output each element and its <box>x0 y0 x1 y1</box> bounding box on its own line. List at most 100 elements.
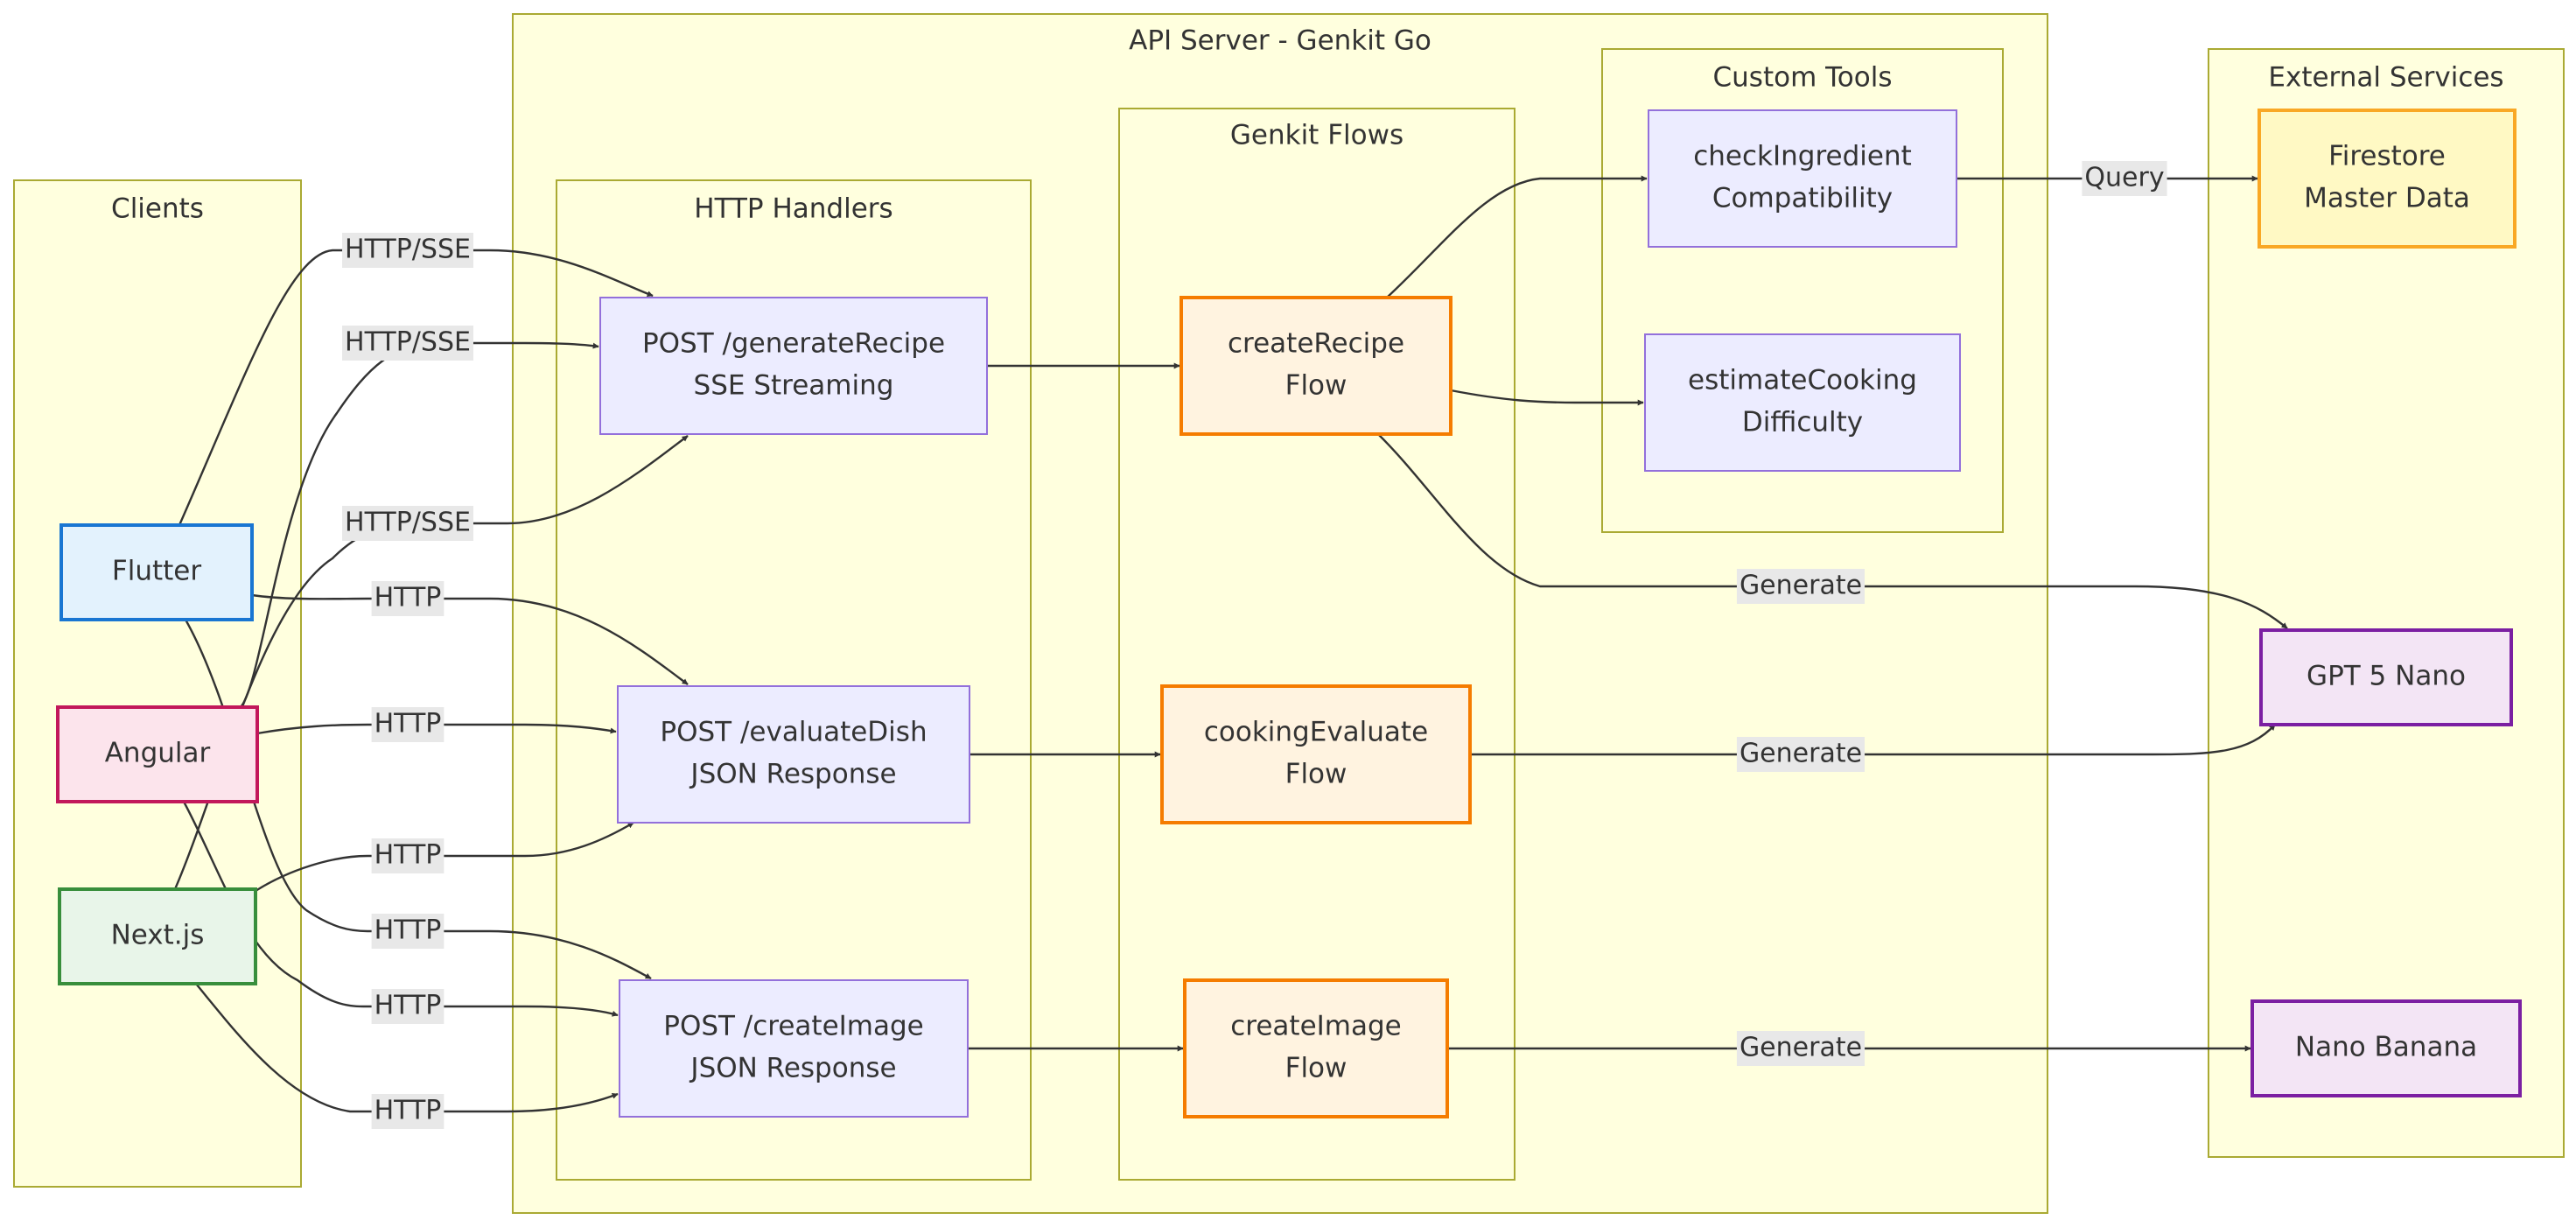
edge-label-flutter-img: HTTP <box>371 914 444 949</box>
edge-label-background <box>342 233 473 268</box>
edge-label-text: HTTP <box>374 1096 442 1126</box>
node-label-line: cookingEvaluate <box>1204 717 1428 748</box>
edge-label-text: HTTP/SSE <box>345 327 471 358</box>
edge-label-background <box>371 914 444 949</box>
edge-label-text: HTTP <box>374 915 442 946</box>
edge-label-background <box>371 838 444 873</box>
edge-labels-layer: HTTP/SSE HTTP/SSE HTTP/SSE HTTP HTTP HTTP HTTP… <box>342 161 2167 1129</box>
node-nextjs: Next.js <box>58 887 257 985</box>
node-label-line: Difficulty <box>1742 407 1863 438</box>
cluster-title: Genkit Flows <box>1230 120 1404 151</box>
edge-label-background <box>371 581 444 616</box>
node-label-line: Angular <box>105 738 211 769</box>
edge-label-nextjs-gen: HTTP/SSE <box>342 506 473 541</box>
node-banana: Nano Banana <box>2250 999 2522 1097</box>
node-label-line: SSE Streaming <box>694 370 894 402</box>
edges-layer <box>173 175 2288 1113</box>
edge-label-text: Query <box>2084 163 2164 193</box>
node-gpt: GPT 5 Nano <box>2259 628 2513 726</box>
node-label-line: Master Data <box>2304 183 2470 214</box>
edge-flutter-eval <box>251 593 689 685</box>
edge-eval-gpt <box>1470 724 2276 756</box>
edge-recipe-estimate <box>1450 389 1644 406</box>
node-label-line: Nano Banana <box>2295 1032 2477 1063</box>
edge-label-background <box>2082 161 2167 196</box>
cluster-clients: Clients <box>13 179 302 1188</box>
node-label-line: createImage <box>1230 1011 1402 1042</box>
node-box <box>619 979 969 1118</box>
cluster-title: External Services <box>2268 62 2503 94</box>
edge-angular-img <box>182 801 619 1017</box>
edge-label-text: HTTP <box>374 709 442 740</box>
edge-label-text: HTTP/SSE <box>345 508 471 538</box>
edge-label-nextjs-img: HTTP <box>371 1094 444 1129</box>
node-box <box>60 523 254 621</box>
edge-nextjs-eval <box>255 821 634 893</box>
edge-label-text: HTTP <box>374 583 442 614</box>
edge-label-background <box>1736 569 1866 604</box>
node-box <box>1648 109 1957 248</box>
edge-label-text: Generate <box>1740 739 1862 769</box>
node-label-line: Firestore <box>2328 141 2446 172</box>
node-label-line: JSON Response <box>689 759 896 790</box>
edge-label-background <box>371 707 444 742</box>
edge-label-text: Generate <box>1740 571 1862 601</box>
edge-angular-gen <box>240 341 599 708</box>
node-box <box>1180 296 1452 436</box>
node-label-line: GPT 5 Nano <box>2306 661 2466 692</box>
edge-label-nextjs-eval: HTTP <box>371 838 444 873</box>
edge-flutter-gen <box>178 249 654 526</box>
edge-angular-eval <box>256 723 617 735</box>
node-box <box>2259 628 2513 726</box>
node-label-line: Flow <box>1285 759 1348 790</box>
node-box <box>2250 999 2522 1097</box>
node-label-line: Flow <box>1285 370 1348 402</box>
node-angular: Angular <box>56 705 259 803</box>
node-box <box>58 887 257 985</box>
edge-label-background <box>342 326 473 361</box>
node-label-line: createRecipe <box>1228 328 1404 360</box>
edge-label-recipe-gpt: Generate <box>1736 569 1866 604</box>
edge-label-text: HTTP <box>374 991 442 1021</box>
node-label-line: Compatibility <box>1712 183 1893 214</box>
edge-label-flutter-gen: HTTP/SSE <box>342 233 473 268</box>
edge-label-background <box>1736 737 1866 772</box>
cluster-title: Clients <box>111 193 204 225</box>
cluster-box <box>13 179 302 1188</box>
edge-label-image-banana: Generate <box>1736 1031 1866 1066</box>
edge-label-flutter-eval: HTTP <box>371 581 444 616</box>
edge-recipe-gpt <box>1377 433 2288 629</box>
edge-label-background <box>342 506 473 541</box>
node-box <box>2258 109 2516 249</box>
node-label-line: JSON Response <box>689 1053 896 1084</box>
edge-label-background <box>371 989 444 1024</box>
edge-label-text: Generate <box>1740 1033 1862 1063</box>
edge-label-eval-gpt: Generate <box>1736 737 1866 772</box>
edge-label-angular-eval: HTTP <box>371 707 444 742</box>
node-box <box>56 705 259 803</box>
node-box <box>1183 978 1449 1118</box>
node-label-line: Flow <box>1285 1053 1348 1084</box>
node-box <box>599 297 988 435</box>
edge-label-background <box>371 1094 444 1129</box>
node-box <box>617 685 970 824</box>
node-label-line: checkIngredient <box>1693 141 1912 172</box>
edge-label-text: HTTP/SSE <box>345 235 471 265</box>
node-label-line: POST /generateRecipe <box>642 328 945 360</box>
node-label-line: POST /evaluateDish <box>660 717 927 748</box>
node-label-line: estimateCooking <box>1688 365 1917 396</box>
edge-label-text: HTTP <box>374 840 442 871</box>
node-flutter: Flutter <box>60 523 254 621</box>
cluster-title: API Server - Genkit Go <box>1129 25 1432 57</box>
cluster-title: Custom Tools <box>1713 62 1893 94</box>
edge-recipe-check <box>1386 175 1648 298</box>
